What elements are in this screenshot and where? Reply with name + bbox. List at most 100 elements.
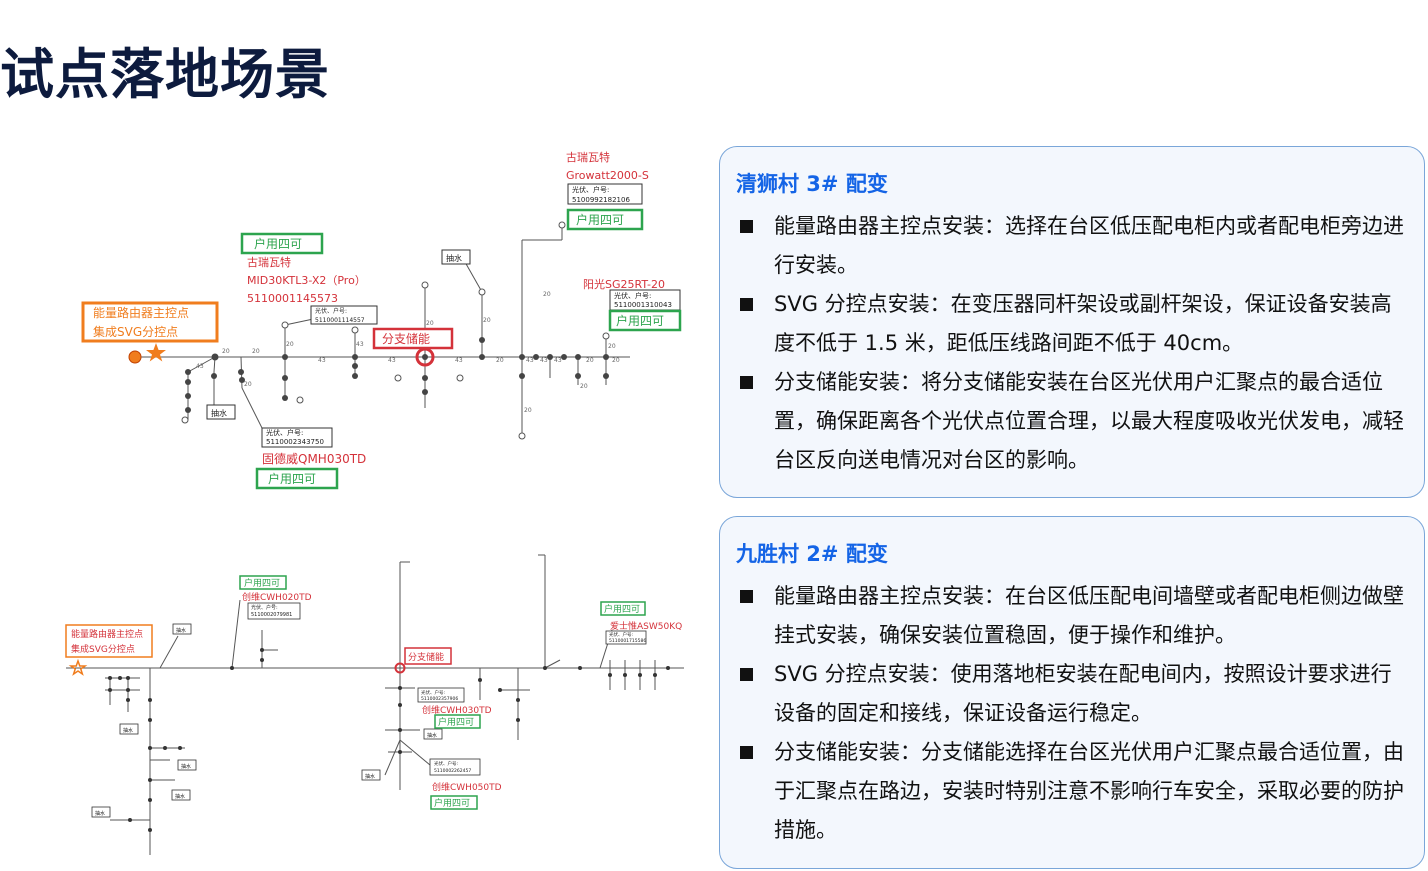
bottom-permit-label-1: 户用四可 xyxy=(244,577,280,589)
bottom-topology-diagram xyxy=(66,554,684,855)
bottom-inv1-id-box xyxy=(247,602,301,620)
svg-text:抽水: 抽水 xyxy=(365,773,375,780)
top-permit-box-1 xyxy=(240,232,324,255)
top-main-point-node xyxy=(128,350,142,364)
top-diagram-nodes xyxy=(185,337,609,413)
list-item: 能量路由器主控点安装：选择在台区低压配电柜内或者配电柜旁边进行安装。 xyxy=(736,207,1408,285)
bottom-inv2-model: 爱士惟ASW50KQ xyxy=(610,620,682,632)
svg-text:20: 20 xyxy=(244,381,252,388)
top-permit-label-1: 户用四可 xyxy=(254,236,302,251)
bottom-inv4-model: 创维CWH050TD xyxy=(432,781,502,793)
svg-text:抽水: 抽水 xyxy=(123,727,133,734)
square-bullet-icon xyxy=(740,668,753,681)
top-diagram-open-nodes xyxy=(181,221,610,440)
top-permit-label-4: 户用四可 xyxy=(268,471,316,486)
top-permit-box-3 xyxy=(608,309,682,332)
bottom-branch-storage-box xyxy=(404,647,452,665)
bottom-inv3-model: 创维CWH030TD xyxy=(422,704,492,716)
bullet-list: 能量路由器主控点安装：在台区低压配电间墙壁或者配电柜侧边做壁挂式安装，确保安装位… xyxy=(736,577,1408,850)
top-main-point-box xyxy=(81,301,219,343)
list-item-text: 能量路由器主控点安装：选择在台区低压配电柜内或者配电柜旁边进行安装。 xyxy=(774,214,1404,277)
top-inv3-pv-label: 光伏、户号: xyxy=(614,291,651,300)
svg-text:43: 43 xyxy=(356,341,364,348)
svg-text:20: 20 xyxy=(222,348,230,355)
top-inv2-pv-label: 光伏、户号: xyxy=(572,185,609,194)
bottom-pump-labels: 抽水 抽水 抽水 抽水 抽水 抽水 抽水 xyxy=(95,627,437,817)
list-item: SVG 分控点安装：在变压器同杆架设或副杆架设，保证设备安装高度不低于 1.5 … xyxy=(736,285,1408,363)
bottom-inv1-pv-label: 光伏、户号: xyxy=(251,604,278,611)
top-pump-box-2 xyxy=(206,404,236,420)
svg-text:20: 20 xyxy=(496,357,504,364)
bottom-main-point-box xyxy=(65,624,153,658)
bottom-inv4-id-box xyxy=(429,758,481,776)
svg-text:20: 20 xyxy=(426,320,434,327)
svg-text:20: 20 xyxy=(543,291,551,298)
bottom-inv2-account: 5110001715586 xyxy=(609,638,646,644)
bottom-branch-storage-node xyxy=(394,662,406,674)
star-icon xyxy=(146,343,166,362)
bottom-diagram-nodes xyxy=(108,648,670,832)
top-inv1-pv-label: 光伏、户号: xyxy=(315,307,347,315)
star-icon xyxy=(68,658,88,676)
svg-text:20: 20 xyxy=(612,357,620,364)
top-main-point-label-1: 能量路由器主控点 xyxy=(93,305,189,320)
bottom-permit-box-4 xyxy=(430,795,478,810)
card-title: 清狮村 3# 配变 xyxy=(736,172,888,196)
square-bullet-icon xyxy=(740,298,753,311)
svg-text:43: 43 xyxy=(196,363,204,370)
square-bullet-icon xyxy=(740,220,753,233)
svg-text:抽水: 抽水 xyxy=(95,810,105,817)
top-inv1-brand: 古瑞瓦特 xyxy=(247,255,291,269)
top-permit-box-4 xyxy=(255,467,339,490)
card-title: 九胜村 2# 配变 xyxy=(736,542,888,566)
card-qingshi-village: 清狮村 3# 配变 能量路由器主控点安装：选择在台区低压配电柜内或者配电柜旁边进… xyxy=(719,146,1425,498)
bottom-branch-storage-label: 分支储能 xyxy=(408,651,444,663)
top-inv3-account: 5110001310043 xyxy=(614,301,672,309)
list-item-text: SVG 分控点安装：在变压器同杆架设或副杆架设，保证设备安装高度不低于 1.5 … xyxy=(774,292,1392,355)
svg-text:抽水: 抽水 xyxy=(175,793,185,800)
top-inv1-model: MID30KTL3-X2（Pro） xyxy=(247,274,366,287)
bottom-permit-box-3 xyxy=(434,714,481,729)
top-inv1-id-box xyxy=(310,305,378,325)
list-item: 分支储能安装：将分支储能安装在台区光伏用户汇聚点的最合适位置，确保距离各个光伏点… xyxy=(736,363,1408,480)
list-item: 能量路由器主控点安装：在台区低压配电间墙壁或者配电柜侧边做壁挂式安装，确保安装位… xyxy=(736,577,1408,655)
top-inv4-account: 5110002343750 xyxy=(266,438,324,446)
list-item: SVG 分控点安装：使用落地柜安装在配电间内，按照设计要求进行设备的固定和接线，… xyxy=(736,655,1408,733)
page-title: 试点落地场景 xyxy=(0,43,330,106)
list-item-text: 分支储能安装：将分支储能安装在台区光伏用户汇聚点的最合适位置，确保距离各个光伏点… xyxy=(774,370,1404,472)
bottom-inv2-pv-label: 光伏、户号: xyxy=(609,631,633,638)
bottom-inv3-id-box xyxy=(417,687,465,703)
list-item: 分支储能安装：分支储能选择在台区光伏用户汇聚点最合适位置，由于汇聚点在路边，安装… xyxy=(736,733,1408,850)
bottom-main-point-label-1: 能量路由器主控点 xyxy=(71,628,143,640)
svg-text:43: 43 xyxy=(540,357,548,364)
top-permit-label-3: 户用四可 xyxy=(616,313,664,328)
square-bullet-icon xyxy=(740,590,753,603)
svg-text:抽水: 抽水 xyxy=(427,732,437,739)
svg-text:20: 20 xyxy=(483,317,491,324)
top-main-point-label-2: 集成SVG分控点 xyxy=(93,324,178,339)
bullet-list: 能量路由器主控点安装：选择在台区低压配电柜内或者配电柜旁边进行安装。 SVG 分… xyxy=(736,207,1408,480)
top-pump-label-2: 抽水 xyxy=(211,408,227,418)
bottom-permit-label-3: 户用四可 xyxy=(438,716,474,728)
top-inv2-model: Growatt2000-S xyxy=(566,169,649,182)
svg-text:43: 43 xyxy=(554,357,562,364)
top-branch-storage-box xyxy=(372,327,454,350)
top-inv3-model: 阳光SG25RT-20 xyxy=(583,277,665,291)
bottom-inv3-pv-label: 光伏、户号: xyxy=(421,689,445,696)
bottom-inv4-account: 5110002262457 xyxy=(434,768,471,774)
bottom-inv1-model: 创维CWH020TD xyxy=(242,591,312,603)
top-inv4-model: 固德威QMH030TD xyxy=(262,451,366,466)
svg-text:20: 20 xyxy=(252,348,260,355)
top-inv2-account: 5100992182106 xyxy=(572,196,630,204)
svg-text:抽水: 抽水 xyxy=(176,627,186,634)
svg-text:20: 20 xyxy=(524,407,532,414)
svg-text:20: 20 xyxy=(286,341,294,348)
list-item-text: 分支储能安装：分支储能选择在台区光伏用户汇聚点最合适位置，由于汇聚点在路边，安装… xyxy=(774,740,1404,842)
bottom-permit-box-2 xyxy=(600,601,646,616)
bottom-main-point-label-2: 集成SVG分控点 xyxy=(71,643,135,655)
svg-text:43: 43 xyxy=(318,357,326,364)
svg-text:43: 43 xyxy=(388,357,396,364)
top-branch-storage-label: 分支储能 xyxy=(382,331,430,346)
